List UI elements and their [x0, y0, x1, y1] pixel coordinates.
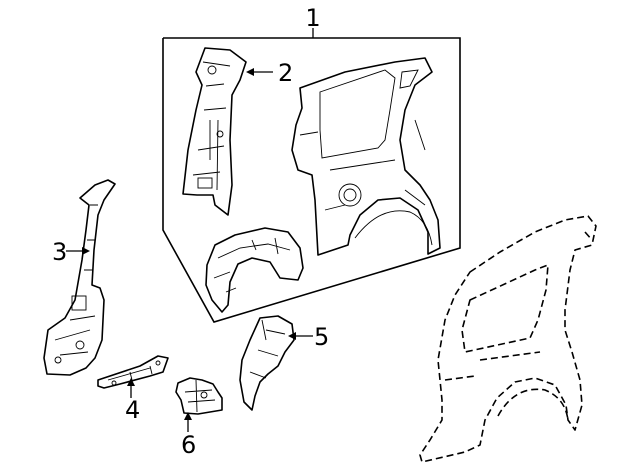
part-3-pillar: [43, 179, 116, 376]
part-5-wheelhouse-liner: [239, 315, 295, 411]
callout-3: 3: [52, 238, 67, 266]
callout-6: 6: [181, 431, 196, 459]
callout-5: 5: [314, 323, 329, 351]
part-4-bracket: [97, 355, 169, 389]
callout-4: 4: [125, 396, 140, 424]
part-6-brace: [175, 377, 223, 415]
part-2-inner-pillar: [182, 47, 247, 216]
leader-lines: [66, 68, 313, 432]
callout-1: 1: [305, 4, 320, 32]
outer-quarter-panel-outline: [419, 215, 597, 463]
callout-2: 2: [278, 59, 293, 87]
inner-wheelhouse: [205, 227, 304, 313]
assembly-frame: [162, 28, 461, 323]
part-1-quarter-inner-panel: [291, 57, 441, 256]
